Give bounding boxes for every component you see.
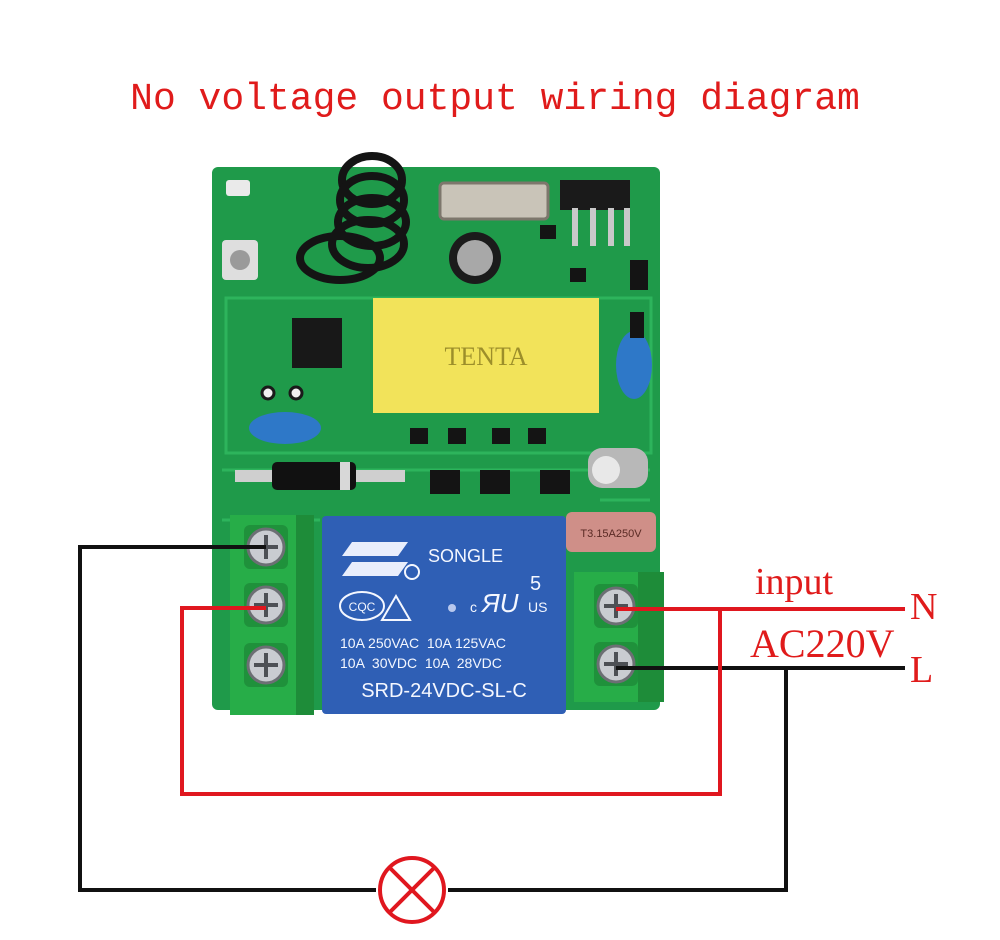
neutral-wire-output: [78, 545, 376, 892]
ceramic-capacitor-right: [616, 331, 652, 399]
relay-region: US: [528, 599, 547, 615]
diagram-title: No voltage output wiring diagram: [130, 78, 860, 121]
relay-pin-count: 5: [530, 573, 541, 595]
relay-ul-c: c: [470, 599, 477, 615]
terminal-screw-output-2: [246, 585, 286, 625]
crystal-component: [438, 181, 550, 221]
smd-components: [410, 225, 648, 494]
relay-ul-mark-icon: ЯU: [480, 588, 519, 618]
terminal-screw-output-3: [246, 645, 286, 685]
fuse-label: T3.15A250V: [580, 528, 642, 540]
input-label: input: [755, 561, 834, 603]
ceramic-capacitor-left: [249, 412, 321, 444]
led-indicator: [226, 180, 250, 196]
relay-rating-2: 10A 30VDC 10A 28VDC: [340, 655, 502, 671]
bridge-rectifier: [292, 318, 342, 368]
live-wire-loop: [180, 606, 905, 796]
lamp-icon: [378, 856, 446, 924]
relay-brand: SONGLE: [428, 546, 503, 566]
terminal-label-l: L: [910, 649, 934, 691]
terminal-screw-input-l: [596, 644, 636, 684]
terminal-screw-input-n: [596, 586, 636, 626]
terminal-label-n: N: [910, 586, 938, 628]
relay-cert-cqc: CQC: [349, 600, 376, 614]
fuse: [566, 512, 656, 552]
relay-rating-1: 10A 250VAC 10A 125VAC: [340, 635, 506, 651]
capacitor-label: TENTA: [444, 342, 527, 371]
cert-triangle-icon: [380, 594, 412, 621]
diode: [272, 462, 356, 490]
relay-model: SRD-24VDC-SL-C: [361, 680, 527, 702]
x-capacitor: [373, 298, 599, 413]
header-pins: [560, 180, 630, 246]
relay-logo-icon: [342, 542, 408, 576]
voltage-label: AC220V: [750, 621, 895, 666]
wire-to-l-terminal: [448, 666, 905, 892]
antenna-coil: [296, 152, 410, 284]
